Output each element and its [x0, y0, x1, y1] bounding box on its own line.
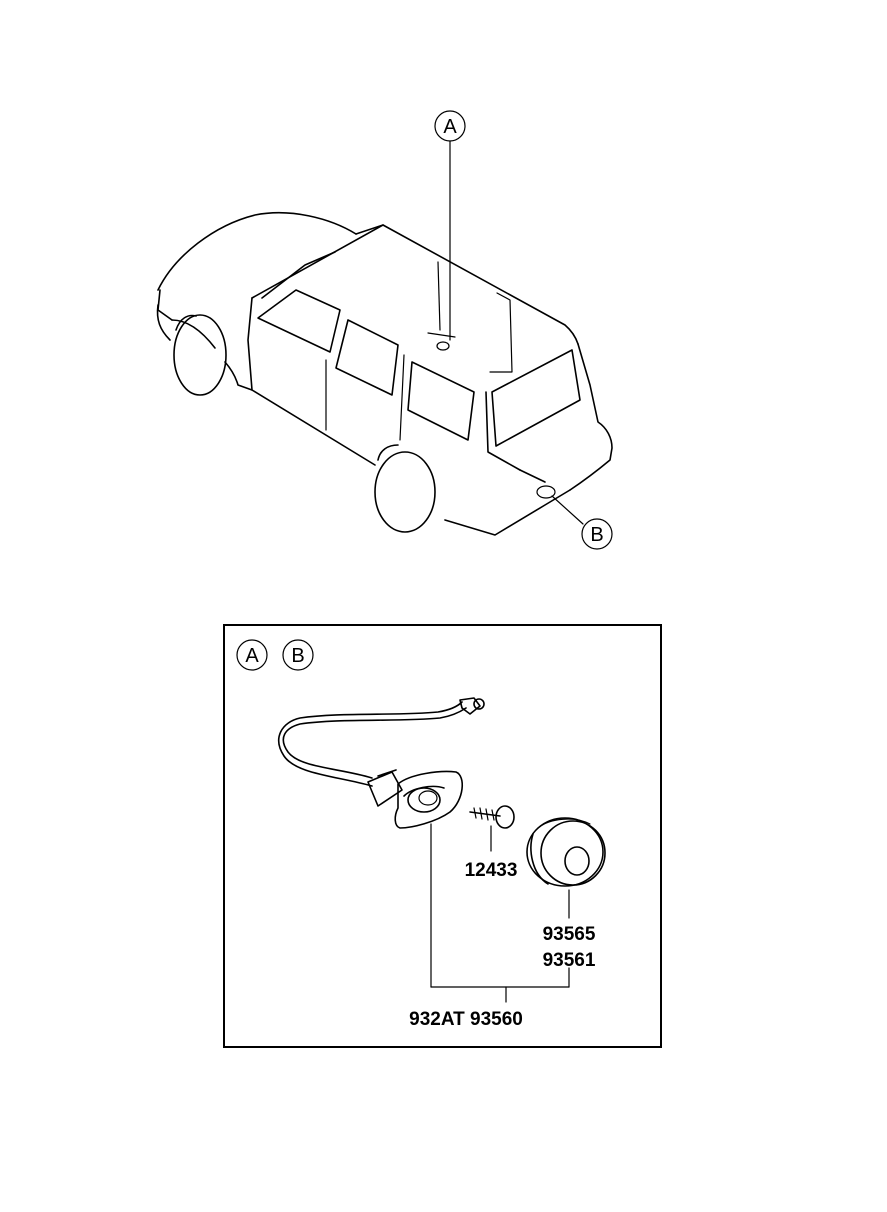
lamp-socket-illustration [278, 697, 485, 829]
assembly-bracket [430, 823, 570, 1003]
detail-box [223, 624, 662, 1048]
vehicle-illustration [156, 212, 613, 536]
callout-a: A [434, 110, 466, 142]
part-number-lens-1: 93565 [543, 924, 596, 945]
lens-illustration [526, 817, 606, 887]
callout-b: B [581, 518, 613, 550]
screw-illustration [469, 805, 515, 829]
detail-tag-a-label: A [245, 645, 259, 667]
leader-line-b [551, 495, 584, 525]
detail-tag-a: A [236, 639, 268, 671]
part-number-lens-2: 93561 [543, 950, 596, 971]
callout-a-label: A [443, 116, 457, 138]
detail-tag-b-label: B [291, 645, 304, 667]
part-number-screw: 12433 [465, 860, 518, 881]
part-number-assembly: 932AT 93560 [409, 1009, 523, 1030]
callout-b-label: B [590, 524, 603, 546]
detail-tag-b: B [282, 639, 314, 671]
